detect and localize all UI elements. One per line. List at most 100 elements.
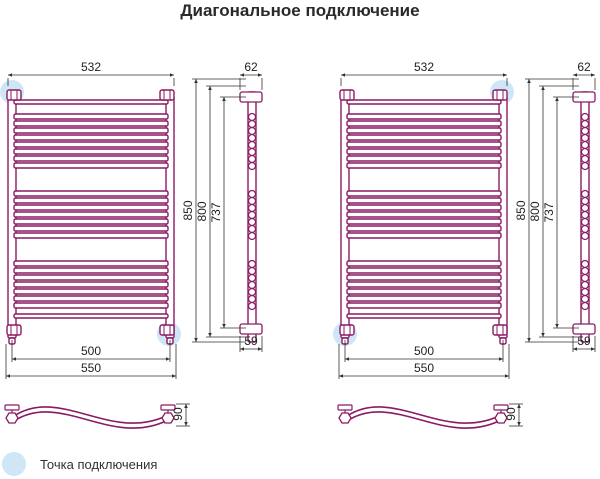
side-crossbar-end <box>247 140 257 150</box>
side-crossbar-end <box>580 280 590 290</box>
side-crossbar-end <box>247 147 257 157</box>
crossbar <box>13 204 169 211</box>
crossbar <box>13 155 169 162</box>
crossbar <box>13 197 169 204</box>
side-crossbar-end <box>580 154 590 164</box>
dim-width-fittings-arrow-end <box>505 374 509 378</box>
side-crossbar-end <box>247 280 257 290</box>
dim-width-fittings-arrow-start <box>6 374 10 378</box>
dim-depth-top-view-label: 90 <box>171 407 185 421</box>
top-view-rail <box>494 412 508 424</box>
crossbar <box>13 127 169 134</box>
legend: Точка подключения <box>0 452 300 478</box>
side-crossbar-end <box>580 147 590 157</box>
dim-pipe-spacing-arrow-end <box>499 357 503 361</box>
legend-label: Точка подключения <box>40 457 158 472</box>
dim-depth-top-arrow-start <box>573 73 577 77</box>
dim-width-overall-label: 532 <box>81 60 101 74</box>
side-crossbar-end <box>247 119 257 129</box>
dim-height-overall-arrow-end <box>194 338 198 342</box>
crossbar <box>13 302 169 309</box>
fitting <box>339 324 355 336</box>
dim-height-axis-arrow-start <box>208 86 212 90</box>
dim-pipe-spacing-label: 500 <box>414 344 434 358</box>
dim-depth-top-arrow-end <box>258 73 262 77</box>
dim-height-axis-arrow-start <box>541 86 545 90</box>
dim-height-overall-arrow-end <box>527 338 531 342</box>
dim-height-axis-arrow-end <box>541 333 545 337</box>
crossbar <box>13 225 169 232</box>
bottom-bar <box>13 313 169 319</box>
page-title: Диагональное подключение <box>180 1 420 20</box>
dim-width-fittings-label: 550 <box>81 361 101 375</box>
crossbar <box>346 120 502 127</box>
crossbar <box>13 141 169 148</box>
dim-depth-bottom-label: 59 <box>244 334 258 348</box>
crossbar <box>346 274 502 281</box>
fitting <box>6 324 22 336</box>
side-crossbar-end <box>247 259 257 269</box>
side-crossbar-end <box>247 224 257 234</box>
side-crossbar-end <box>580 231 590 241</box>
side-crossbar-end <box>247 133 257 143</box>
top-view-rail <box>338 412 352 424</box>
dim-width-fittings-arrow-end <box>172 374 176 378</box>
dim-width-overall-arrow-start <box>8 73 12 77</box>
dim-pipe-spacing-label: 500 <box>81 344 101 358</box>
side-crossbar-end <box>580 126 590 136</box>
crossbar <box>13 274 169 281</box>
side-crossbar-end <box>580 161 590 171</box>
crossbar <box>346 204 502 211</box>
dim-height-inner-arrow-end <box>555 324 559 328</box>
side-crossbar-end <box>247 196 257 206</box>
side-crossbar-end <box>247 273 257 283</box>
top-view-fitting <box>4 404 20 411</box>
crossbar <box>346 127 502 134</box>
crossbar <box>13 190 169 197</box>
dim-depth-bottom-arrow-start <box>573 347 577 351</box>
top-bar <box>13 99 169 105</box>
crossbar <box>346 232 502 239</box>
dim-width-overall-label: 532 <box>414 60 434 74</box>
crossbar <box>346 267 502 274</box>
top-view-bar <box>346 411 500 429</box>
side-crossbar-end <box>580 196 590 206</box>
dim-depth-bottom-arrow-end <box>591 347 595 351</box>
side-crossbar-end <box>247 203 257 213</box>
dim-depth-top-view-arrow-start <box>517 404 521 408</box>
side-crossbar-end <box>580 294 590 304</box>
fitting <box>492 89 508 101</box>
dim-depth-bottom-arrow-start <box>240 347 244 351</box>
dim-height-axis-label: 800 <box>195 201 209 221</box>
bottom-bar <box>346 313 502 319</box>
crossbar <box>346 134 502 141</box>
side-crossbar-end <box>247 217 257 227</box>
fitting <box>492 324 508 336</box>
top-view-bar <box>346 406 500 424</box>
side-crossbar-end <box>580 140 590 150</box>
dim-depth-top-arrow-start <box>240 73 244 77</box>
crossbar <box>13 281 169 288</box>
dim-height-overall-arrow-start <box>194 79 198 83</box>
crossbar <box>346 197 502 204</box>
top-view-fitting <box>337 404 353 411</box>
top-view-rail <box>161 412 175 424</box>
side-crossbar-end <box>247 126 257 136</box>
crossbar <box>346 281 502 288</box>
dim-height-inner-label: 737 <box>209 202 223 222</box>
side-crossbar-end <box>580 217 590 227</box>
dim-width-fittings-label: 550 <box>414 361 434 375</box>
fitting <box>6 89 22 101</box>
crossbar <box>13 162 169 169</box>
dim-height-axis-arrow-end <box>208 333 212 337</box>
side-crossbar-end <box>580 133 590 143</box>
dim-height-inner-label: 737 <box>542 202 556 222</box>
crossbar <box>13 232 169 239</box>
dim-depth-top-view-arrow-start <box>184 404 188 408</box>
top-bar <box>346 99 502 105</box>
side-crossbar-end <box>580 210 590 220</box>
dim-width-overall-arrow-end <box>503 73 507 77</box>
dim-height-overall-label: 850 <box>181 200 195 220</box>
